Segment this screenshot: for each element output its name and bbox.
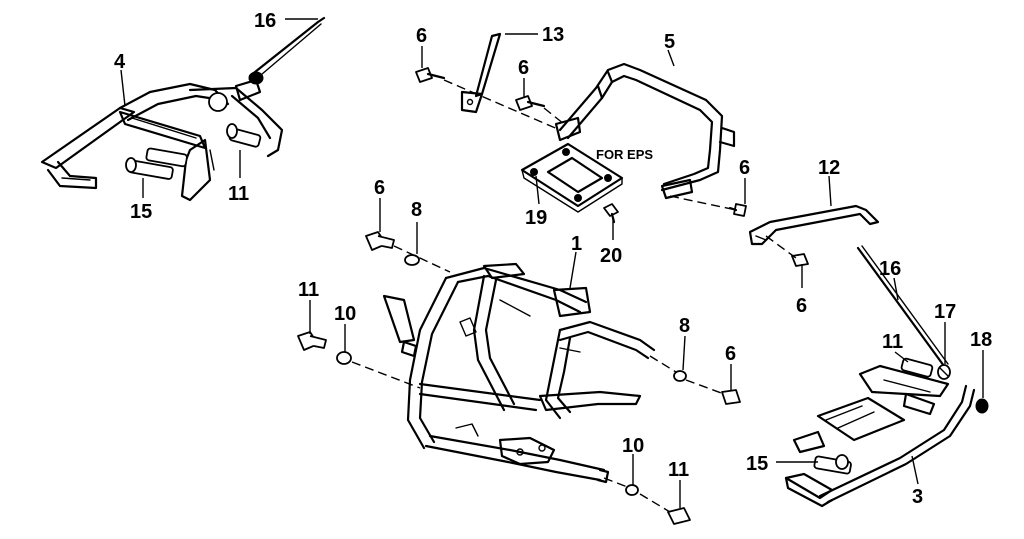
callout-11-left: 11	[228, 183, 249, 205]
callout-8-a: 8	[411, 199, 422, 221]
for-eps-note: FOR EPS	[596, 147, 653, 162]
callout-20: 20	[600, 245, 622, 267]
part-10-washer-b	[625, 484, 639, 496]
part-6-bolt-c	[728, 203, 747, 217]
part-11-pin-right	[900, 357, 934, 378]
part-17-spring	[937, 364, 951, 380]
callout-16-lower: 16	[879, 258, 901, 280]
leader-lines	[120, 18, 984, 508]
part-5-upper-frame	[554, 62, 736, 200]
callout-10-b: 10	[622, 435, 644, 457]
callout-15-left: 15	[130, 201, 152, 223]
part-16-cable-upper	[248, 16, 326, 85]
callout-6-b: 6	[518, 57, 529, 79]
callout-8-b: 8	[679, 315, 690, 337]
part-6-bolt-d	[791, 253, 809, 267]
callout-17: 17	[934, 301, 956, 323]
callout-6-f: 6	[725, 343, 736, 365]
part-1-main-frame	[382, 262, 656, 484]
callout-18: 18	[970, 329, 992, 351]
part-13-bracket	[460, 32, 502, 114]
part-8-washer-b	[673, 370, 687, 382]
callout-6-d: 6	[796, 295, 807, 317]
part-11-bolt-b	[297, 331, 327, 351]
callout-11-right: 11	[882, 331, 903, 353]
assembly-lines	[351, 79, 797, 513]
callout-5: 5	[664, 31, 675, 53]
callout-6-c: 6	[739, 157, 750, 179]
callout-11-mid: 11	[298, 279, 319, 301]
part-6-bolt-f	[721, 389, 741, 405]
part-6-bolt-e	[365, 231, 395, 251]
part-11-bolt-c	[667, 507, 691, 525]
part-11-pin-left	[226, 123, 262, 148]
callout-6-a: 6	[416, 25, 427, 47]
part-8-washer-a	[404, 254, 420, 266]
callout-4: 4	[114, 51, 126, 73]
callout-12: 12	[818, 157, 840, 179]
part-19-eps-plate	[520, 142, 624, 213]
part-20-bolt	[603, 203, 619, 224]
callout-19: 19	[525, 207, 547, 229]
part-15-pin-right	[813, 454, 852, 475]
part-10-washer-a	[336, 351, 352, 365]
callout-11-bottom: 11	[668, 459, 689, 481]
part-6-bolt-b	[515, 95, 546, 111]
part-15-pin-left	[125, 147, 188, 180]
callout-1: 1	[571, 233, 582, 255]
callout-6-e: 6	[374, 177, 385, 199]
part-6-bolt-a	[415, 67, 446, 83]
part-4-left-footrest	[40, 78, 284, 202]
part-16-cable-lower	[856, 245, 949, 368]
callout-3: 3	[912, 486, 923, 508]
callout-13: 13	[542, 24, 564, 46]
part-12-bracket	[748, 204, 880, 246]
callout-15-right: 15	[746, 453, 768, 475]
part-3-right-footrest	[784, 364, 976, 508]
part-18-clip	[975, 398, 989, 414]
callout-10-a: 10	[334, 303, 356, 325]
callout-16-upper: 16	[254, 10, 276, 32]
